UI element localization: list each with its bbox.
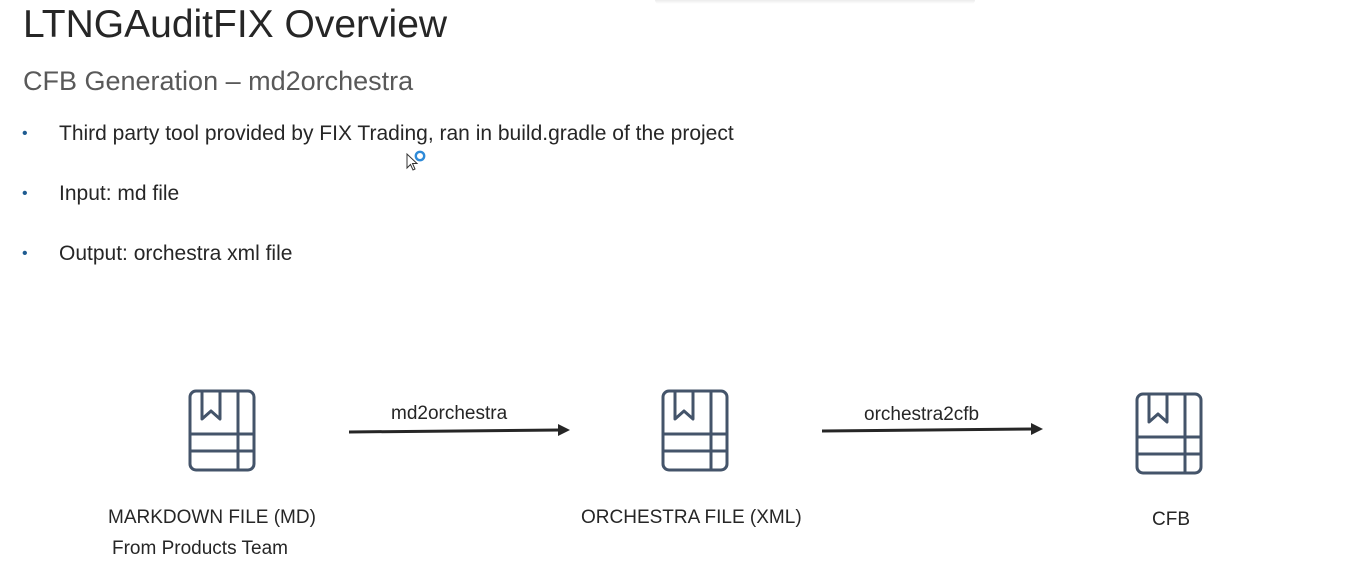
- arrow-label: md2orchestra: [391, 403, 508, 424]
- bullet-item: • Third party tool provided by FIX Tradi…: [22, 118, 734, 178]
- book-icon: [186, 388, 258, 474]
- arrow-right-icon: [821, 423, 1043, 435]
- arrow-label: orchestra2cfb: [864, 404, 980, 425]
- top-window-shadow: [655, 0, 975, 4]
- book-icon: [1133, 391, 1205, 477]
- node-label-cfb: CFB: [1152, 509, 1190, 530]
- mouse-cursor-icon: [406, 150, 430, 174]
- bullet-list: • Third party tool provided by FIX Tradi…: [22, 118, 734, 298]
- flow-diagram: md2orchestra orchestra2cfb: [0, 370, 1370, 569]
- bullet-text: Output: orchestra xml file: [59, 242, 293, 265]
- bullet-dot: •: [22, 125, 28, 142]
- node-sublabel-markdown: From Products Team: [112, 538, 288, 559]
- bullet-text: Input: md file: [59, 182, 180, 205]
- bullet-text: Third party tool provided by FIX Trading…: [59, 122, 734, 145]
- bullet-dot: •: [22, 245, 28, 262]
- slide-subtitle: CFB Generation – md2orchestra: [23, 66, 414, 96]
- bullet-dot: •: [22, 185, 28, 202]
- bullet-item: • Output: orchestra xml file: [22, 238, 734, 298]
- node-label-orchestra: ORCHESTRA FILE (XML): [581, 507, 802, 528]
- bullet-item: • Input: md file: [22, 178, 734, 238]
- book-icon: [659, 388, 731, 474]
- slide-title: LTNGAuditFIX Overview: [23, 3, 448, 46]
- arrow-right-icon: [348, 424, 570, 436]
- node-label-markdown: MARKDOWN FILE (MD): [108, 507, 316, 528]
